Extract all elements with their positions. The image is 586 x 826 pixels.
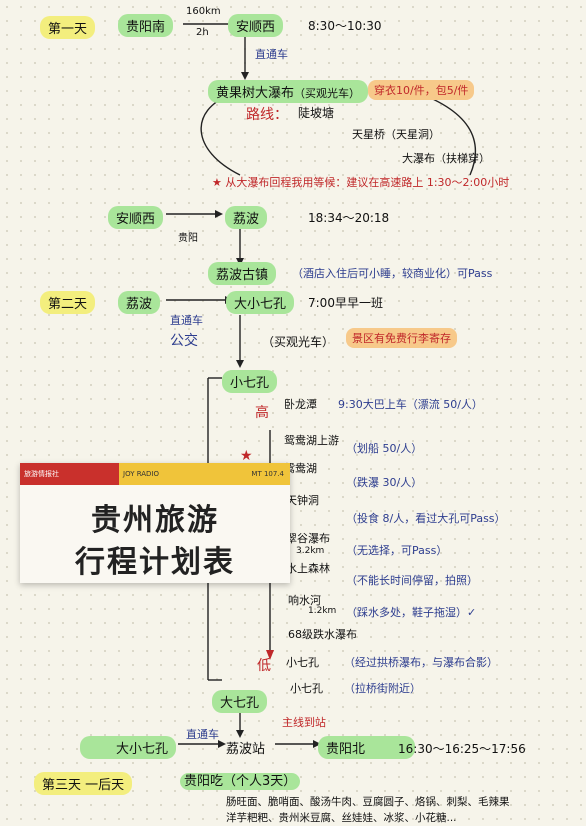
day2-from: 荔波 <box>118 291 161 314</box>
day1-route-to: 安顺西 <box>228 14 284 37</box>
stop-8: 68级跌水瀑布 <box>288 628 357 641</box>
evening-via: 贵阳 <box>178 233 198 244</box>
stop-6: 水上森林 <box>286 562 330 575</box>
day1-price-tag: 穿衣10/件，包5/件 <box>368 80 475 100</box>
day1-route-b: 天星桥（天星洞） <box>352 128 440 141</box>
bus-note: 主线到站 <box>282 716 326 729</box>
day2-depart: 7:00早早一班 <box>308 296 383 310</box>
day1-route-distance: 160km <box>186 6 221 17</box>
day3-food-title: 贵阳吃（个人3天） <box>180 770 301 790</box>
day1-route-time: 2h <box>196 27 209 38</box>
big-seven-holes: 大七孔 <box>212 690 268 713</box>
banner-frequency: MT 107.4 <box>251 470 284 478</box>
banner-radio-name: JOY RADIO <box>123 470 160 478</box>
elevation-low: 低 <box>257 658 271 674</box>
evening-time: 18:34～20:18 <box>308 211 390 225</box>
stop-note-9: （经过拱桥瀑布，与瀑布合影） <box>344 656 498 669</box>
title-banner: 旅游情报社 JOY RADIO MT 107.4 贵州旅游 行程计划表 <box>20 463 290 583</box>
evening-hotel: 荔波古镇 <box>208 262 277 285</box>
stop-7: 响水河 <box>288 594 321 607</box>
stop-3: 鸳鸯湖 <box>284 462 317 475</box>
evening-from: 安顺西 <box>108 206 164 229</box>
evening-hotel-note: （酒店入住后可小睡，较商业化）可Pass <box>292 267 493 280</box>
stop-5: 翠谷瀑布 <box>286 532 330 545</box>
banner-title-line2: 行程计划表 <box>75 545 235 580</box>
stop-note-7: （踩水多处，鞋子拖湿）✓ <box>346 606 477 619</box>
stop-note-2: （划船 50/人） <box>346 442 423 455</box>
day1-spot-note: （买观光车） <box>294 87 361 100</box>
star-icon: ★ <box>240 448 253 464</box>
day1-route-from: 贵阳南 <box>118 14 174 37</box>
day3-label: 第三天 一后天 <box>34 772 133 795</box>
day2-sightseeing: （买观光车） <box>262 335 335 349</box>
return-via: 直通车 <box>186 728 219 741</box>
day1-route-c: 大瀑布（扶梯穿） <box>402 152 490 165</box>
day1-time: 8:30～10:30 <box>308 19 382 33</box>
stop-note-5: （无选择，可Pass） <box>346 544 448 557</box>
stop-note-10: （拉桥街附近） <box>344 682 421 695</box>
stop-note-4: （投食 8/人，看过大孔可Pass） <box>346 512 506 525</box>
day1-spot: 黄果树大瀑布（买观光车） <box>208 80 369 103</box>
day2-label: 第二天 <box>40 291 96 314</box>
stop-2: 鸳鸯湖上游 <box>284 434 339 447</box>
return-from: 大小七孔 <box>80 736 177 759</box>
stop-9: 小七孔 <box>286 656 319 669</box>
day1-route-a: 陡坡塘 <box>298 106 335 120</box>
day2-scenic-note: 景区有免费行李寄存 <box>346 328 457 348</box>
banner-strip: 旅游情报社 JOY RADIO MT 107.4 <box>20 463 290 485</box>
day2-to: 大小七孔 <box>226 291 295 314</box>
day2-transfer-a: 直通车 <box>170 314 203 327</box>
day3-foods-line2: 洋芋粑粑、贵州米豆腐、丝娃娃、冰浆、小花糖... <box>226 812 457 824</box>
return-mid: 荔波站 <box>226 742 266 757</box>
stop-1: 卧龙潭 <box>284 398 317 411</box>
day3-food-title-text: 贵阳吃（个人3天） <box>180 773 301 790</box>
stop-4: 天钟洞 <box>286 494 319 507</box>
day1-label: 第一天 <box>40 16 96 39</box>
stop-10: 小七孔 <box>290 682 323 695</box>
banner-brand: 旅游情报社 <box>20 463 119 485</box>
elevation-high: 高 <box>255 405 269 421</box>
day2-transfer-b: 公交 <box>170 333 198 349</box>
stop-note-6: （不能长时间停留，拍照） <box>346 574 478 587</box>
evening-to: 荔波 <box>225 206 268 229</box>
stop-note-3: （跌瀑 30/人） <box>346 476 423 489</box>
distance-1: 3.2km <box>296 546 325 556</box>
day1-transfer: 直通车 <box>255 48 288 61</box>
day1-tip: ★ 从大瀑布回程我用等候：建议在高速路上 1:30～2:00小时 <box>212 176 510 189</box>
stop-note-1: 9:30大巴上车（漂流 50/人） <box>338 398 483 411</box>
day3-foods-line1: 肠旺面、脆哨面、酸汤牛肉、豆腐圆子、烙锅、刺梨、毛辣果 <box>226 796 510 808</box>
small-seven-holes: 小七孔 <box>222 370 278 393</box>
return-to: 贵阳北 <box>318 736 416 759</box>
day1-route-label: 路线： <box>246 107 288 123</box>
banner-radio: JOY RADIO MT 107.4 <box>119 463 290 485</box>
banner-title-line1: 贵州旅游 <box>91 503 219 538</box>
day1-spot-name: 黄果树大瀑布 <box>216 86 295 101</box>
return-time: 16:30～16:25～17:56 <box>398 742 526 756</box>
distance-2: 1.2km <box>308 606 337 616</box>
